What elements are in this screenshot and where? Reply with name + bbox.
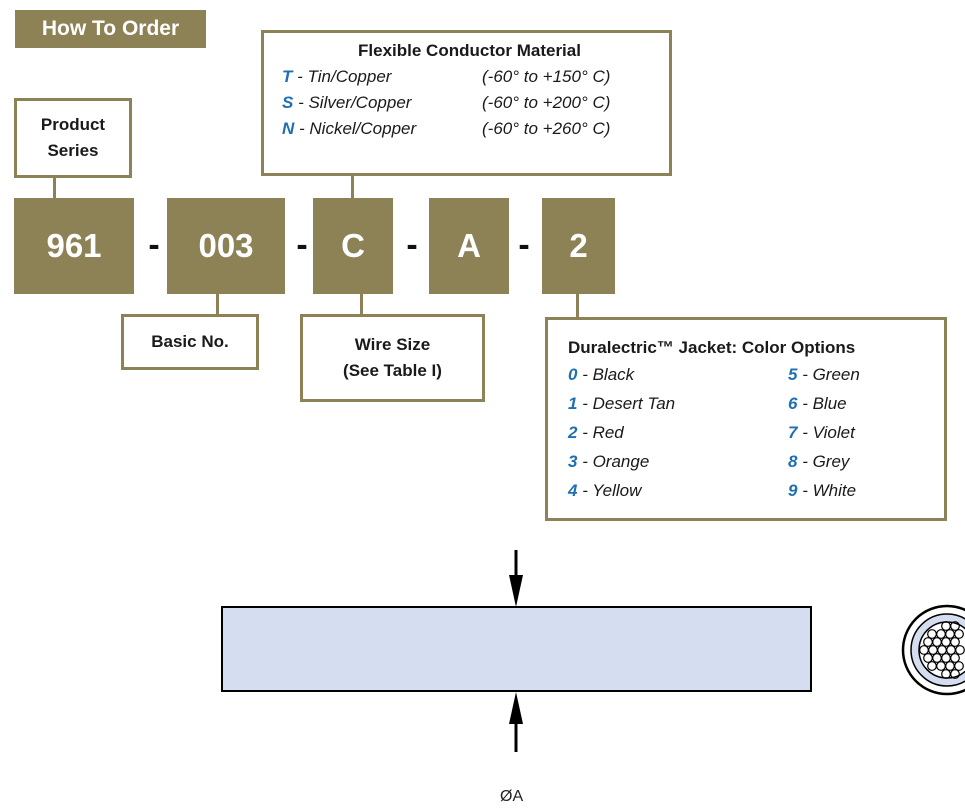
color-code: 5 [788, 365, 798, 384]
option-range: (-60° to +200° C) [482, 93, 611, 112]
list-item: 8 - Grey [788, 452, 860, 481]
conductor-option-n: N - Nickel/Copper (-60° to +260° C) [282, 119, 657, 139]
option-range: (-60° to +150° C) [482, 67, 611, 86]
separator-dash: - [148, 226, 160, 264]
color-name: - Black [577, 365, 635, 384]
option-code: S [282, 93, 294, 112]
color-code: 8 [788, 452, 798, 471]
color-code: 4 [568, 481, 578, 500]
wire-side-view [221, 606, 812, 692]
separator-dash: - [406, 226, 418, 264]
jacket-color-title: Duralectric™ Jacket: Color Options [568, 338, 856, 357]
connector-line [360, 294, 363, 316]
color-name: - Yellow [577, 481, 642, 500]
conductor-option-s: S - Silver/Copper (-60° to +200° C) [282, 93, 657, 113]
jacket-color-box: Duralectric™ Jacket: Color Options 0 - B… [545, 317, 947, 521]
list-item: 9 - White [788, 481, 860, 510]
product-series-label-line1: Product [40, 115, 106, 134]
option-code: T [282, 67, 293, 86]
color-code: 0 [568, 365, 578, 384]
wire-drawing [221, 550, 965, 752]
color-name: - Red [577, 423, 624, 442]
color-code: 9 [788, 481, 798, 500]
color-name: - Violet [797, 423, 855, 442]
conductor-material-title: Flexible Conductor Material [358, 41, 581, 60]
connector-line [216, 294, 219, 316]
color-code: 3 [568, 452, 578, 471]
code-segment-basic-no: 003 [167, 198, 285, 294]
code-segment-conductor: C [313, 198, 393, 294]
list-item: 1 - Desert Tan [568, 394, 788, 423]
list-item: 3 - Orange [568, 452, 788, 481]
option-range: (-60° to +260° C) [482, 119, 611, 138]
separator-dash: - [518, 226, 530, 264]
product-series-box: Product Series [14, 98, 132, 178]
list-item: 6 - Blue [788, 394, 860, 423]
conductor-material-box: Flexible Conductor Material T - Tin/Copp… [261, 30, 672, 176]
color-code: 6 [788, 394, 798, 413]
wire-size-note: (See Table I) [343, 361, 442, 380]
jacket-color-column-left: 0 - Black 1 - Desert Tan 2 - Red 3 - Ora… [568, 365, 788, 510]
color-name: - Blue [797, 394, 847, 413]
list-item: 0 - Black [568, 365, 788, 394]
color-name: - Desert Tan [577, 394, 676, 413]
conductor-option-t: T - Tin/Copper (-60° to +150° C) [282, 67, 657, 87]
product-series-label-line2: Series [47, 141, 99, 160]
code-segment-wire-size: A [429, 198, 509, 294]
connector-line [53, 178, 56, 198]
separator-dash: - [296, 226, 308, 264]
color-name: - White [797, 481, 857, 500]
list-item: 5 - Green [788, 365, 860, 394]
connector-line [576, 294, 579, 318]
option-name: - Tin/Copper [292, 67, 392, 86]
wire-size-box: Wire Size (See Table I) [300, 314, 485, 402]
dimension-label: ØA [500, 788, 524, 805]
code-segment-product-series: 961 [14, 198, 134, 294]
color-name: - Orange [577, 452, 650, 471]
color-code: 7 [788, 423, 798, 442]
jacket-color-list: 0 - Black 1 - Desert Tan 2 - Red 3 - Ora… [568, 365, 944, 510]
color-name: - Grey [797, 452, 850, 471]
wire-size-label: Wire Size [354, 335, 431, 354]
dimension-arrow-bottom-head [509, 692, 523, 724]
color-code: 1 [568, 394, 578, 413]
jacket-color-column-right: 5 - Green 6 - Blue 7 - Violet 8 - Grey 9… [788, 365, 860, 510]
list-item: 2 - Red [568, 423, 788, 452]
code-segment-jacket-color: 2 [542, 198, 615, 294]
option-name: - Nickel/Copper [294, 119, 417, 138]
wire-cross-section [901, 604, 965, 696]
connector-line [351, 176, 354, 198]
dimension-arrow-top-head [509, 575, 523, 607]
list-item: 4 - Yellow [568, 481, 788, 510]
list-item: 7 - Violet [788, 423, 860, 452]
option-code: N [282, 119, 295, 138]
option-name: - Silver/Copper [293, 93, 412, 112]
how-to-order-badge: How To Order [15, 10, 206, 48]
color-code: 2 [568, 423, 578, 442]
color-name: - Green [797, 365, 860, 384]
basic-no-box: Basic No. [121, 314, 259, 370]
